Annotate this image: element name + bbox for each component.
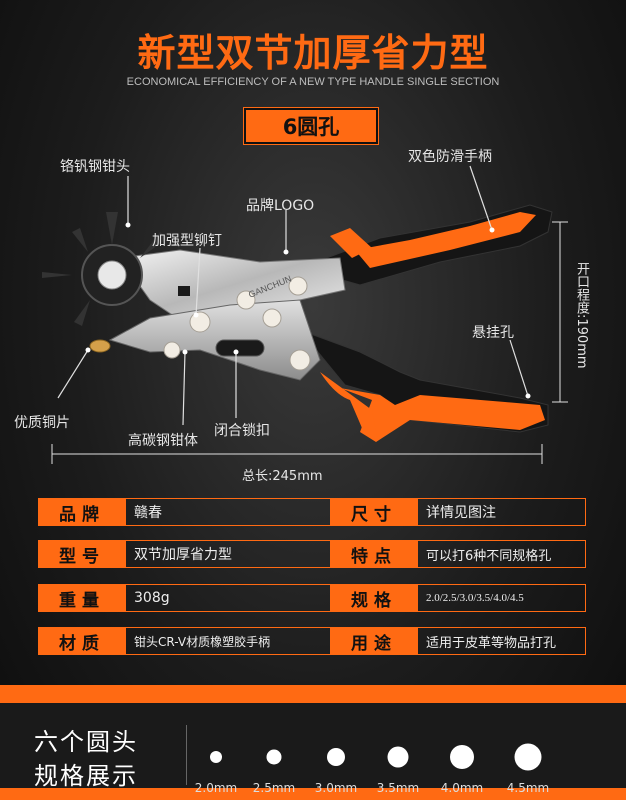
page-title: 新型双节加厚省力型 [137, 31, 489, 75]
spec-key: 材质 [38, 627, 126, 655]
callout-head: 铬钒钢钳头 [60, 159, 130, 175]
spec-row-brand: 品牌 赣春 [38, 498, 334, 526]
copper-plate [89, 339, 111, 353]
divider [186, 725, 187, 785]
size-showcase: 六个圆头 规格展示 2.0mm 2.5mm 3.0mm 3.5mm 4.0mm … [0, 685, 626, 800]
hole-label: 4.0mm [440, 781, 484, 795]
hole-label: 3.5mm [376, 781, 420, 795]
hole-3-5mm [387, 746, 409, 768]
hole-count-badge: 6圆孔 [243, 107, 379, 145]
spec-row-usage: 用途 适用于皮革等物品打孔 [330, 627, 586, 655]
hole-2-5mm [266, 749, 282, 765]
spec-value: 双节加厚省力型 [126, 540, 334, 568]
callout-copper: 优质铜片 [14, 415, 70, 431]
spec-key: 特点 [330, 540, 418, 568]
spec-key: 重量 [38, 584, 126, 612]
hole-2-0mm [210, 751, 222, 763]
spec-row-size: 尺寸 详情见图注 [330, 498, 586, 526]
callout-line-copper [57, 349, 89, 399]
callout-body: 高碳钢钳体 [128, 433, 198, 449]
page-subtitle: ECONOMICAL EFFICIENCY OF A NEW TYPE HAND… [126, 76, 500, 88]
callout-total-length: 总长:245mm [242, 469, 323, 484]
hole-4-5mm [514, 743, 542, 771]
hole-circles [210, 743, 542, 771]
spec-value: 适用于皮革等物品打孔 [418, 627, 586, 655]
spec-row-material: 材质 钳头CR-V材质橡塑胶手柄 [38, 627, 334, 655]
hole-label: 3.0mm [314, 781, 358, 795]
lock-buckle [215, 339, 265, 357]
hole-4-0mm [450, 745, 474, 769]
spec-key: 品牌 [38, 498, 126, 526]
rotating-head [42, 212, 168, 326]
callout-handle: 双色防滑手柄 [408, 149, 492, 165]
hole-label: 2.5mm [252, 781, 296, 795]
spec-key: 用途 [330, 627, 418, 655]
spec-row-model: 型号 双节加厚省力型 [38, 540, 334, 568]
total-length-dimension [51, 444, 543, 464]
spec-value: 2.0/2.5/3.0/3.5/4.0/4.5 [418, 584, 586, 612]
spec-row-feature: 特点 可以打6种不同规格孔 [330, 540, 586, 568]
callout-line-body [182, 351, 186, 426]
size-showcase-panel: 六个圆头 规格展示 2.0mm 2.5mm 3.0mm 3.5mm 4.0mm … [0, 703, 626, 795]
spec-row-spec: 规格 2.0/2.5/3.0/3.5/4.0/4.5 [330, 584, 586, 612]
callout-hole: 悬挂孔 [472, 325, 514, 341]
spec-value: 赣春 [126, 498, 334, 526]
size-title-line1: 六个圆头 [34, 728, 138, 756]
spec-key: 尺寸 [330, 498, 418, 526]
callout-lock: 闭合锁扣 [214, 423, 270, 439]
callout-line-hole [509, 339, 529, 397]
opening-dimension [552, 221, 568, 403]
callout-rivet: 加强型铆钉 [152, 233, 222, 249]
spec-value: 308g [126, 584, 334, 612]
hole-3-0mm [327, 748, 345, 766]
lower-jaw [108, 299, 321, 381]
lower-handle [298, 328, 549, 442]
spec-value: 钳头CR-V材质橡塑胶手柄 [126, 627, 334, 655]
callout-line-rivet [195, 247, 201, 316]
size-title-line2: 规格展示 [34, 762, 138, 790]
hole-punch-pliers-illustration: GANCHUN [42, 165, 568, 464]
spec-key: 规格 [330, 584, 418, 612]
callout-opening: 开口程度:190mm [574, 262, 589, 369]
callout-logo: 品牌LOGO [246, 198, 315, 214]
spec-row-weight: 重量 308g [38, 584, 334, 612]
spec-value: 可以打6种不同规格孔 [418, 540, 586, 568]
hole-label: 2.0mm [194, 781, 238, 795]
size-showcase-title: 六个圆头 规格展示 [34, 725, 184, 793]
hole-label: 4.5mm [506, 781, 550, 795]
callout-line-handle [469, 165, 493, 231]
spec-key: 型号 [38, 540, 126, 568]
spec-value: 详情见图注 [418, 498, 586, 526]
